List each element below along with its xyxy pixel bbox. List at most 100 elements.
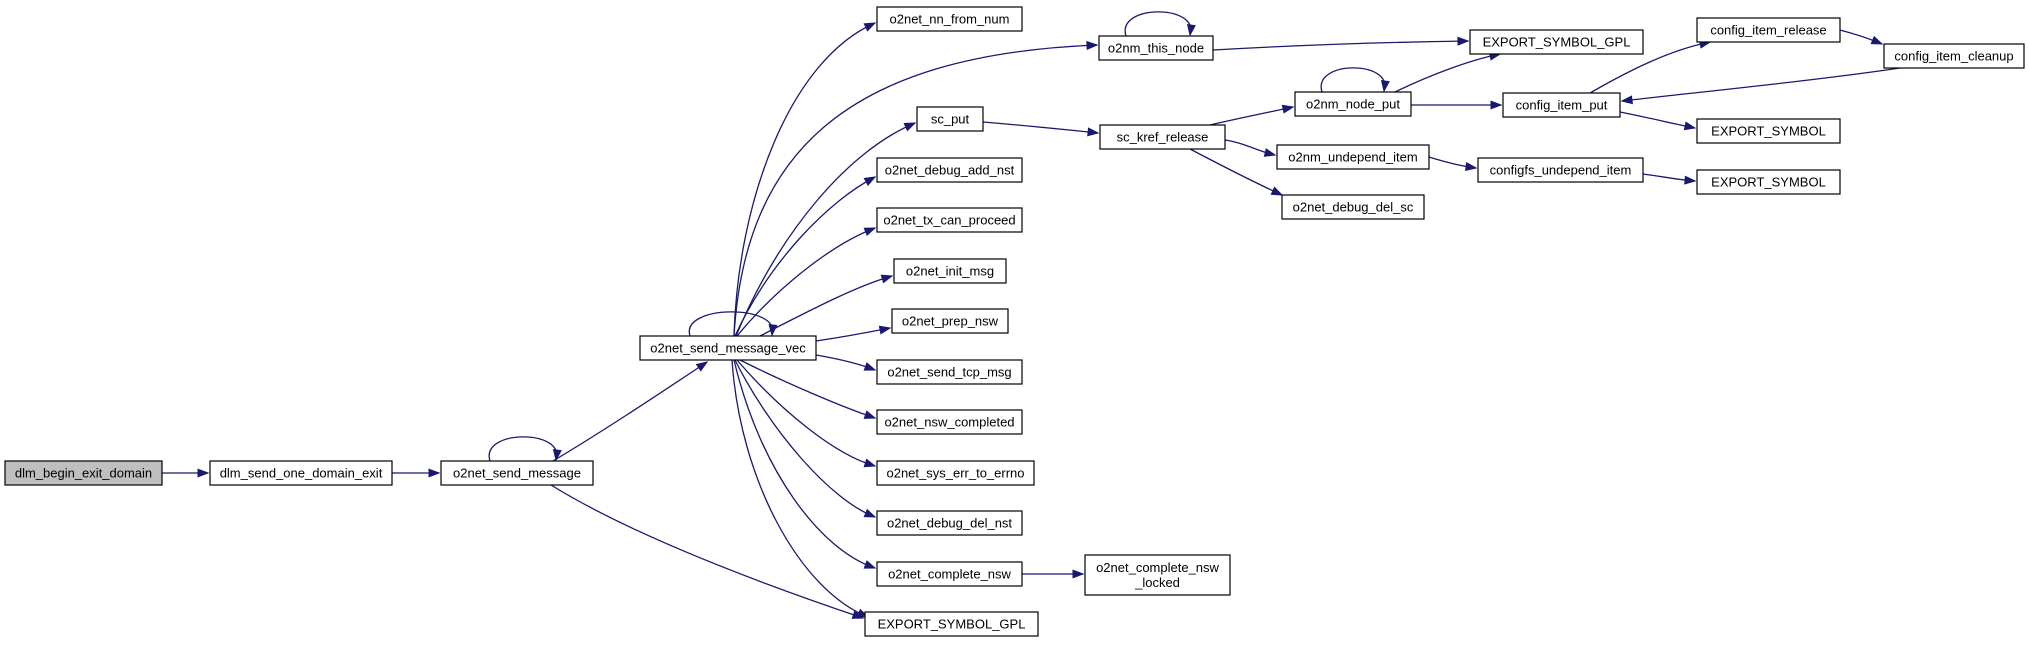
function-node-o2nm-this-node[interactable]: o2nm_this_node	[1098, 35, 1214, 61]
function-node-o2net-nn-from-num[interactable]: o2net_nn_from_num	[876, 6, 1023, 32]
node-label: o2net_nn_from_num	[890, 12, 1010, 27]
call-edge-n7-to-n18	[982, 121, 1100, 137]
call-edge-n19-to-n17	[1394, 51, 1502, 93]
arrow-head-icon	[878, 325, 892, 335]
call-edge-n3-to-n13	[739, 359, 877, 419]
edge-line	[731, 359, 869, 618]
arrow-head-icon	[1684, 175, 1697, 185]
node-label: o2net_complete_nsw	[888, 567, 1011, 582]
node-box	[876, 359, 1023, 385]
call-edge-n3-to-n12	[815, 354, 877, 371]
edge-line	[733, 359, 876, 569]
function-node-o2net-prep-nsw[interactable]: o2net_prep_nsw	[891, 308, 1009, 334]
arrow-head-icon	[1270, 186, 1284, 196]
node-label: o2net_nsw_completed	[884, 415, 1014, 430]
node-box	[1099, 124, 1226, 150]
edge-line	[982, 121, 1099, 134]
node-box	[1696, 17, 1841, 43]
call-edge-n3-to-n9	[736, 227, 877, 337]
node-box	[916, 106, 984, 132]
call-edge-n2-to-n4	[550, 484, 865, 619]
arrow-head-icon	[428, 468, 441, 478]
function-node-o2net-send-message-vec[interactable]: o2net_send_message_vec	[639, 335, 817, 361]
edge-line	[734, 359, 876, 518]
node-label: o2nm_this_node	[1108, 41, 1204, 56]
node-label: config_item_cleanup	[1894, 49, 2013, 64]
function-node-o2net-nsw-completed[interactable]: o2net_nsw_completed	[876, 409, 1023, 435]
node-box	[1502, 92, 1621, 118]
arrow-head-icon	[863, 22, 877, 32]
edge-line	[1621, 67, 1901, 102]
call-edge-n3-to-n14	[736, 359, 877, 468]
function-node-o2net-debug-del-nst[interactable]: o2net_debug_del_nst	[876, 510, 1023, 536]
edge-line	[1124, 11, 1192, 37]
function-node-o2net-debug-del-sc[interactable]: o2net_debug_del_sc	[1281, 194, 1425, 220]
arrow-head-icon	[197, 468, 210, 478]
call-edge-n3-to-n11	[815, 325, 892, 342]
function-node-sc-kref-release[interactable]: sc_kref_release	[1099, 124, 1226, 150]
arrow-head-icon	[1683, 121, 1697, 131]
function-node-configfs-undepend-item[interactable]: configfs_undepend_item	[1477, 157, 1644, 183]
function-node-o2net-init-msg[interactable]: o2net_init_msg	[893, 258, 1007, 284]
node-box	[1696, 169, 1841, 195]
node-box	[1477, 157, 1644, 183]
function-node-o2net-tx-can-proceed[interactable]: o2net_tx_can_proceed	[876, 207, 1023, 233]
node-box	[1469, 29, 1644, 55]
edge-line	[1212, 40, 1469, 51]
function-node-config-item-put[interactable]: config_item_put	[1502, 92, 1621, 118]
node-label: o2nm_node_put	[1306, 97, 1400, 112]
call-edge-n16-to-n28	[1022, 569, 1085, 579]
node-box	[639, 335, 817, 361]
node-label: o2net_prep_nsw	[902, 314, 999, 329]
function-node-o2nm-node-put[interactable]: o2nm_node_put	[1294, 91, 1412, 117]
function-node-export-symbol[interactable]: EXPORT_SYMBOL	[1696, 118, 1841, 144]
function-node-o2nm-undepend-item[interactable]: o2nm_undepend_item	[1276, 144, 1430, 170]
call-edge-n3-to-n15	[734, 359, 877, 518]
function-node-o2net-send-tcp-msg[interactable]: o2net_send_tcp_msg	[876, 359, 1023, 385]
node-box	[876, 6, 1023, 32]
function-node-export-symbol-gpl[interactable]: EXPORT_SYMBOL_GPL	[864, 611, 1039, 637]
function-node-export-symbol-gpl[interactable]: EXPORT_SYMBOL_GPL	[1469, 29, 1644, 55]
arrow-head-icon	[880, 274, 894, 284]
call-edge-n26-to-n27	[1642, 173, 1697, 185]
call-edge-n3-to-n3	[688, 311, 778, 337]
node-label: o2net_send_tcp_msg	[887, 365, 1011, 380]
node-box	[876, 561, 1023, 587]
function-node-config-item-cleanup[interactable]: config_item_cleanup	[1883, 43, 2025, 69]
edge-line	[733, 44, 1098, 337]
edge-line	[734, 176, 876, 337]
node-box	[1696, 118, 1841, 144]
arrow-head-icon	[1281, 104, 1295, 114]
node-box	[209, 460, 393, 486]
call-edges	[162, 11, 1901, 619]
call-edge-n18-to-n21	[1189, 148, 1284, 196]
call-edge-n3-to-n5	[733, 22, 877, 337]
function-node-dlm-send-one-domain-exit[interactable]: dlm_send_one_domain_exit	[209, 460, 393, 486]
function-node-o2net-complete-nsw[interactable]: o2net_complete_nsw	[876, 561, 1023, 587]
function-node-o2net-send-message[interactable]: o2net_send_message	[440, 460, 594, 486]
edge-line	[550, 484, 864, 619]
function-node-config-item-release[interactable]: config_item_release	[1696, 17, 1841, 43]
node-box	[876, 157, 1023, 183]
node-label: o2nm_undepend_item	[1288, 150, 1417, 165]
edge-line	[1619, 111, 1696, 129]
function-node-export-symbol[interactable]: EXPORT_SYMBOL	[1696, 169, 1841, 195]
arrow-head-icon	[695, 361, 709, 372]
node-label: o2net_sys_err_to_errno	[886, 466, 1024, 481]
node-label: EXPORT_SYMBOL_GPL	[1483, 35, 1631, 50]
function-node-dlm-begin-exit-domain[interactable]: dlm_begin_exit_domain	[4, 460, 163, 486]
call-edge-n18-to-n19	[1209, 104, 1295, 126]
function-node-o2net-debug-add-nst[interactable]: o2net_debug_add_nst	[876, 157, 1023, 183]
call-edge-n6-to-n6	[1124, 11, 1196, 37]
arrow-head-icon	[1087, 127, 1100, 137]
node-label: o2net_debug_add_nst	[885, 163, 1015, 178]
call-edge-n0-to-n1	[162, 468, 210, 478]
arrow-head-icon	[1465, 162, 1478, 172]
function-node-o2net-complete-nsw-locked[interactable]: o2net_complete_nsw_locked	[1084, 554, 1231, 596]
edge-line	[1320, 67, 1386, 93]
edge-line	[733, 22, 876, 337]
call-edge-n3-to-n8	[734, 176, 877, 337]
node-label: EXPORT_SYMBOL	[1711, 124, 1826, 139]
function-node-sc-put[interactable]: sc_put	[916, 106, 984, 132]
function-node-o2net-sys-err-to-errno[interactable]: o2net_sys_err_to_errno	[876, 460, 1035, 486]
